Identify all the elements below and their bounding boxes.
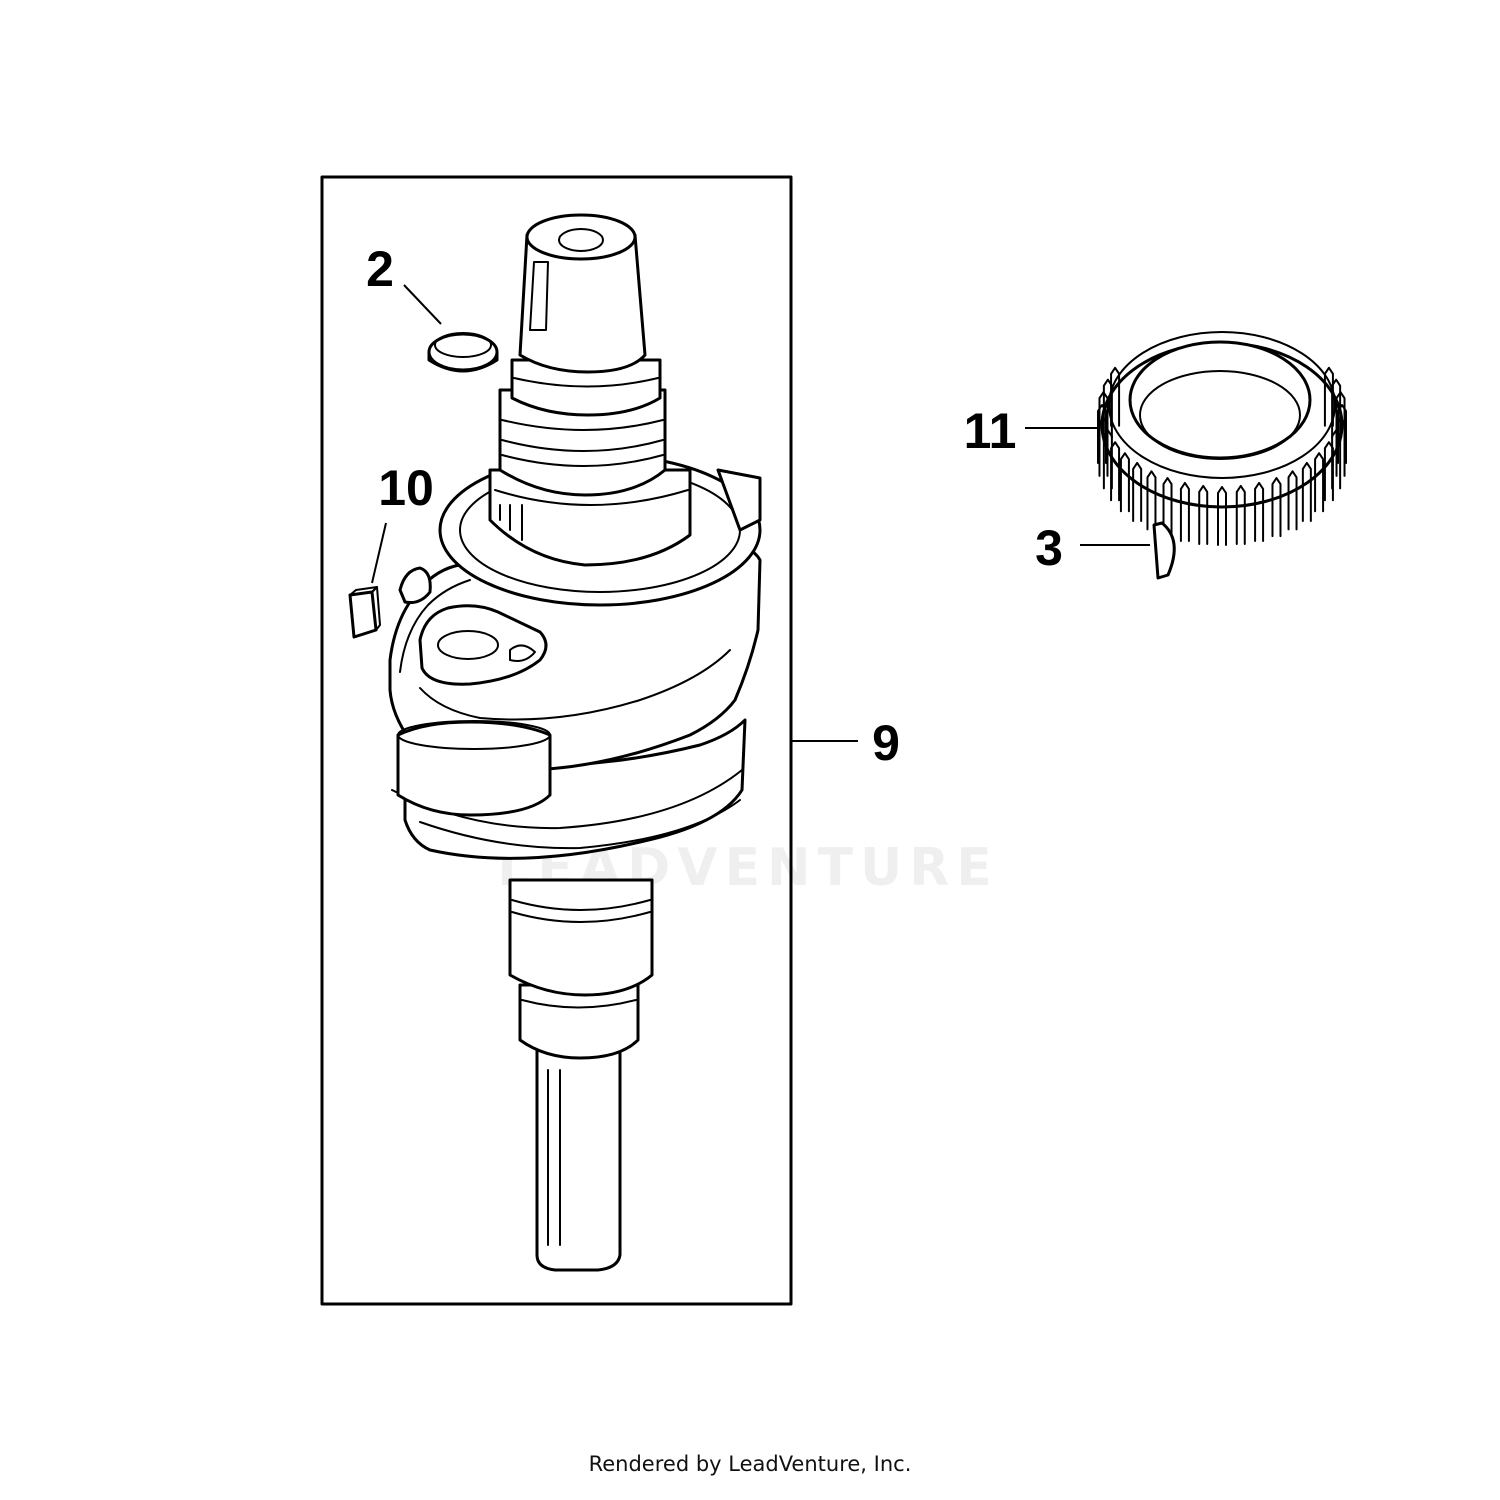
gear-tooth	[1132, 461, 1143, 522]
gear-tooth	[1235, 484, 1246, 545]
gear-tooth	[1301, 461, 1312, 522]
gear-tooth	[1271, 477, 1282, 538]
gear-tooth	[1323, 441, 1334, 502]
callout-10: 10	[378, 460, 434, 516]
gear-tooth	[1314, 452, 1325, 513]
gear-tooth	[1146, 470, 1157, 531]
callout-3: 3	[1035, 520, 1063, 576]
gear-tooth	[1179, 481, 1190, 542]
gear-tooth	[1335, 391, 1346, 452]
callout-9: 9	[872, 715, 900, 771]
ring-part[interactable]	[427, 332, 499, 373]
footer-credit: Rendered by LeadVenture, Inc.	[588, 1452, 912, 1476]
gear-tooth	[1110, 366, 1121, 427]
leader-line-2	[403, 284, 442, 325]
gear-tooth	[1337, 404, 1347, 464]
gear-tooth	[1162, 477, 1173, 538]
gear-tooth	[1198, 484, 1209, 545]
crankshaft-frame	[320, 175, 793, 1306]
crankshaft-part[interactable]	[388, 213, 762, 1272]
gear-tooth	[1287, 470, 1298, 531]
gear-tooth	[1119, 452, 1130, 513]
gear-tooth	[1217, 486, 1227, 546]
small-key-part[interactable]	[348, 586, 381, 639]
leader-line-10	[371, 522, 387, 584]
callout-2: 2	[366, 241, 394, 297]
woodruff-key-part[interactable]	[1152, 521, 1176, 580]
callout-11: 11	[964, 403, 1017, 459]
gear-tooth	[1254, 481, 1265, 542]
gear-part[interactable]	[1097, 331, 1347, 546]
gear-tooth	[1331, 378, 1342, 439]
